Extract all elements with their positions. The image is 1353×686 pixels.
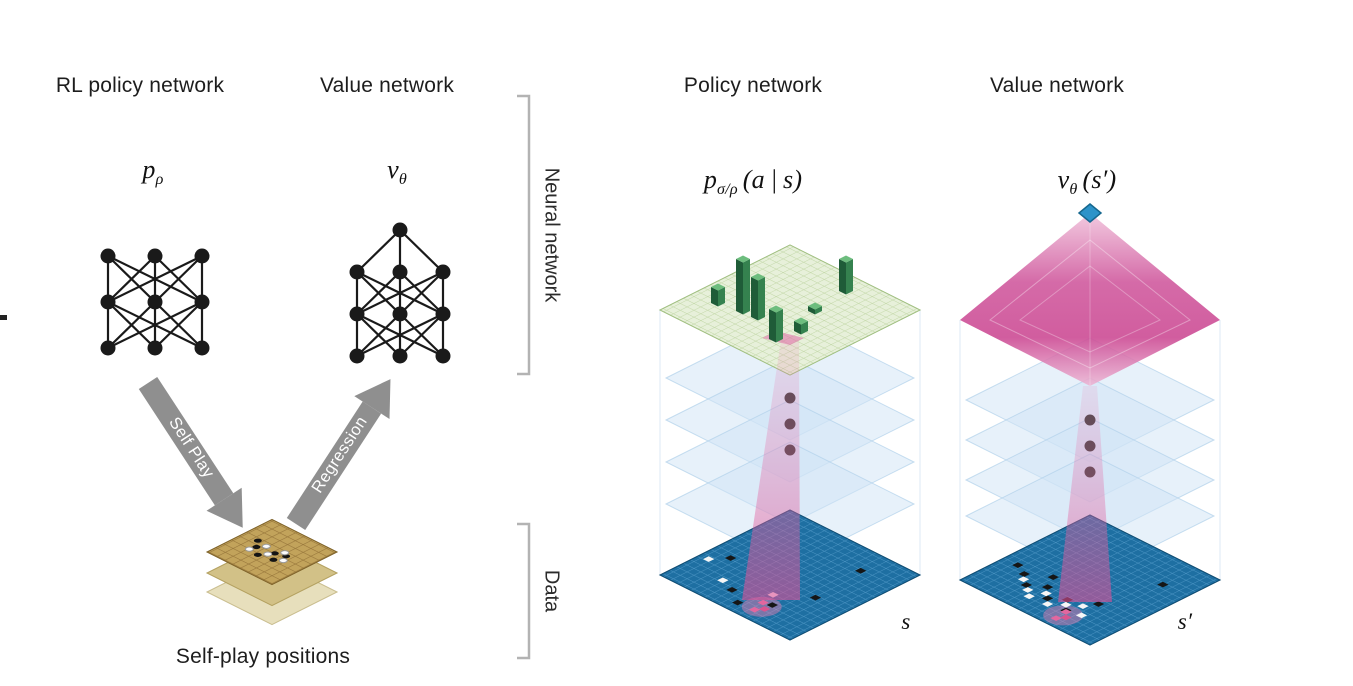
value-stack-guides	[959, 320, 1221, 580]
policy-glyph-edges	[106, 255, 204, 349]
probability-bar	[711, 283, 725, 307]
policy-projection-beam	[742, 340, 800, 600]
value-network-title-right: Value network	[989, 74, 1125, 97]
policy-formula: pσ/ρ(a | s)	[704, 165, 802, 199]
value-projection-beam	[1058, 386, 1112, 602]
value-pyramid	[960, 203, 1220, 386]
self-play-arrow	[138, 376, 243, 528]
value-formula-sub: θ	[1069, 181, 1078, 199]
neural-network-bracket-label: Neural network	[540, 167, 563, 303]
value-formula-args: (s′)	[1082, 164, 1117, 194]
regression-arrow	[286, 379, 391, 531]
state-s-prime-label: s′	[1177, 609, 1193, 634]
policy-symbol: pρ	[142, 155, 163, 189]
value-symbol-sub: θ	[398, 171, 407, 189]
data-bracket-label: Data	[540, 569, 563, 613]
go-board-stack	[207, 519, 337, 624]
rl-policy-network-title: RL policy network	[55, 74, 225, 97]
policy-network-stack	[660, 245, 920, 640]
neural-network-bracket	[517, 94, 531, 376]
data-bracket	[517, 522, 531, 660]
policy-formula-args: (a | s)	[742, 164, 803, 194]
go-stones	[238, 538, 291, 567]
value-network-title-left: Value network	[319, 74, 455, 97]
policy-formula-base: p	[703, 164, 718, 194]
self-play-positions-caption: Self-play positions	[175, 645, 351, 668]
value-formula-base: ν	[1057, 164, 1070, 194]
rl-policy-network-glyph	[100, 248, 210, 356]
policy-glyph-nodes	[100, 248, 210, 356]
left-edge-mark	[0, 315, 7, 320]
go-board-top	[207, 519, 337, 584]
probability-bar	[769, 305, 783, 343]
policy-symbol-base: p	[142, 154, 156, 184]
value-symbol-base: ν	[387, 154, 399, 184]
probability-bar	[794, 317, 808, 335]
probability-bar	[736, 255, 750, 315]
value-output-node	[1077, 203, 1103, 223]
value-symbol: νθ	[387, 155, 407, 189]
probability-bar	[751, 273, 765, 321]
value-network-stack	[959, 203, 1221, 645]
probability-bar	[839, 255, 853, 295]
policy-formula-sub: σ/ρ	[717, 181, 738, 199]
probability-bars	[711, 255, 853, 343]
value-glyph-edges	[355, 229, 445, 357]
policy-probability-layer	[660, 245, 920, 375]
state-s-label: s	[901, 609, 911, 634]
policy-network-title-right: Policy network	[683, 74, 823, 97]
value-formula: νθ(s′)	[1058, 165, 1117, 199]
value-network-glyph	[349, 222, 451, 364]
policy-stack-guides	[659, 310, 921, 575]
probability-bar	[808, 302, 822, 315]
value-glyph-nodes	[349, 222, 451, 364]
policy-symbol-sub: ρ	[155, 171, 164, 189]
